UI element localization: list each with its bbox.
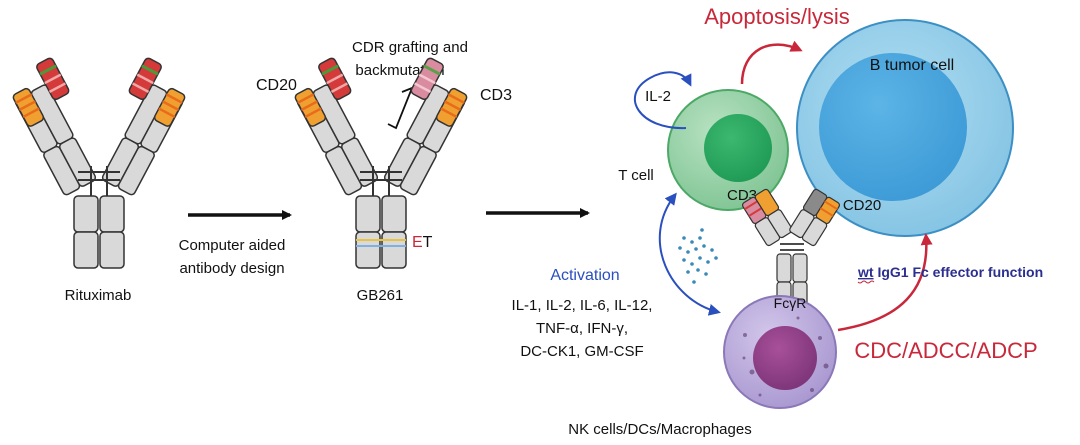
- il2-autocrine-arrow: [633, 71, 692, 130]
- wt-squiggle: [857, 280, 875, 284]
- cytokine-dots: [678, 228, 718, 284]
- cd20-label-left: CD20: [256, 77, 297, 94]
- gb261-label: GB261: [357, 287, 404, 304]
- wt-rest: IgG1 Fc effector function: [874, 264, 1044, 280]
- t-cell: [667, 89, 789, 211]
- cd20-cell-label: CD20: [843, 197, 881, 214]
- rituximab-antibody: [12, 57, 186, 269]
- gb261-antibody: [294, 57, 468, 269]
- rituximab-label: Rituximab: [65, 287, 132, 304]
- wt-igg1-label: wt IgG1 Fc effector function: [857, 264, 1043, 280]
- nk-cell: [723, 295, 837, 409]
- cdr-bracket: [387, 86, 414, 130]
- t-cell-label: T cell: [618, 167, 654, 184]
- wt-prefix: wt: [857, 264, 874, 280]
- cdc-adcc-adcp-label: CDC/ADCC/ADCP: [854, 338, 1037, 363]
- apoptosis-label: Apoptosis/lysis: [704, 4, 850, 29]
- bound-gb261-antibody: [741, 188, 841, 311]
- etyy-e: E: [412, 234, 423, 251]
- il2-label: IL-2: [645, 88, 671, 105]
- b-tumor-cell-label: B tumor cell: [870, 57, 954, 74]
- cytokines-line3: DC-CK1, GM-CSF: [520, 343, 643, 360]
- etyy-label: ET: [412, 234, 433, 251]
- nk-cells-label: NK cells/DCs/Macrophages: [568, 421, 751, 438]
- cdr-grafting-label-line1: CDR grafting and: [352, 39, 468, 56]
- cytokines-line2: TNF-α, IFN-γ,: [536, 320, 628, 337]
- computer-aided-label-line2: antibody design: [179, 260, 284, 277]
- computer-aided-label-line1: Computer aided: [179, 237, 286, 254]
- activation-label: Activation: [550, 267, 619, 284]
- effector-arrow: [837, 233, 933, 332]
- etyy-t: T: [423, 234, 433, 251]
- fcgr-label: FcγR: [774, 295, 807, 311]
- b-tumor-cell: [796, 19, 1014, 237]
- apoptosis-arrow: [740, 40, 803, 85]
- activation-arrow: [658, 192, 721, 316]
- cytokines-line1: IL-1, IL-2, IL-6, IL-12,: [512, 297, 653, 314]
- cd3-label-top: CD3: [480, 87, 512, 104]
